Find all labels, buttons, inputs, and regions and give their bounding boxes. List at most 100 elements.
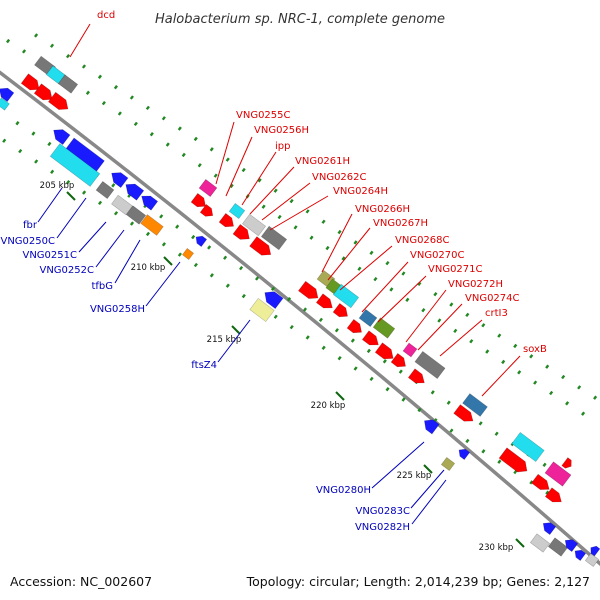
label-leader-line <box>377 275 427 323</box>
guide-dot <box>341 256 346 261</box>
accession-text: Accession: NC_002607 <box>10 574 152 589</box>
guide-dot <box>97 74 102 79</box>
guide-dot <box>542 462 547 467</box>
guide-dot <box>193 136 198 142</box>
guide-dot <box>481 323 486 328</box>
guide-dot <box>561 374 566 380</box>
guide-dot <box>421 308 426 313</box>
gene-feature-12 <box>125 183 145 201</box>
label-leader-line <box>481 355 521 397</box>
guide-dot <box>177 126 182 131</box>
guide-dot <box>529 480 534 485</box>
gene-feature-60 <box>564 539 579 553</box>
guide-dot <box>225 283 230 288</box>
guide-dot <box>50 169 55 174</box>
guide-dot <box>321 345 326 350</box>
guide-dot <box>353 240 358 245</box>
gene-feature-1 <box>45 65 67 85</box>
guide-dot <box>494 431 499 436</box>
label-leader-line <box>225 136 253 197</box>
gene-feature-34 <box>297 280 319 299</box>
gene-feature-29 <box>264 291 284 310</box>
forward-gene-label: VNG0261H <box>295 156 350 167</box>
guide-dot <box>98 200 103 206</box>
guide-dot <box>113 211 119 216</box>
forward-gene-label: VNG0267H <box>373 218 428 229</box>
scale-tick-mark <box>66 191 76 201</box>
guide-dot <box>18 148 23 154</box>
scale-tick-label: 215 kbp <box>207 335 242 345</box>
gene-feature-2 <box>57 74 79 94</box>
guide-dot <box>257 178 262 183</box>
gene-feature-15 <box>111 194 133 216</box>
gene-feature-18 <box>195 235 208 248</box>
guide-dot <box>389 287 394 292</box>
label-leader-line <box>249 166 295 215</box>
guide-dot <box>309 235 314 240</box>
gene-feature-13 <box>141 195 159 211</box>
gene-feature-5 <box>47 91 69 110</box>
guide-dot <box>593 395 598 400</box>
guide-dot <box>225 157 230 162</box>
gene-feature-48 <box>424 419 440 435</box>
guide-dot <box>66 180 71 185</box>
guide-dot <box>111 183 116 188</box>
gene-feature-21 <box>190 192 206 208</box>
guide-dot <box>433 292 438 297</box>
guide-dot <box>501 359 506 365</box>
guide-dot <box>239 265 244 271</box>
gene-feature-62 <box>584 552 600 568</box>
label-leader-line <box>411 479 447 525</box>
label-leader-line <box>269 195 329 231</box>
gene-feature-50 <box>440 456 456 472</box>
label-leader-line <box>95 229 125 268</box>
gene-feature-41 <box>374 342 394 360</box>
gene-feature-46 <box>462 393 488 417</box>
label-leader-line <box>417 303 463 351</box>
reverse-gene-label: VNG0282H <box>355 522 410 533</box>
forward-gene-label: VNG0268C <box>395 235 450 246</box>
label-leader-line <box>114 239 141 284</box>
label-leader-line <box>217 319 251 363</box>
genome-backbone <box>0 70 600 566</box>
guide-dot <box>318 317 323 323</box>
guide-dot <box>2 138 7 143</box>
label-leader-line <box>78 221 107 253</box>
gene-feature-22 <box>199 203 214 217</box>
reverse-gene-label: VNG0252C <box>39 265 94 276</box>
label-leader-line <box>241 151 277 206</box>
guide-dot <box>373 276 378 282</box>
guide-dot <box>385 260 390 266</box>
guide-dot <box>366 348 371 354</box>
gene-feature-47 <box>453 404 474 422</box>
gene-feature-58 <box>529 533 551 553</box>
gene-feature-59 <box>547 537 569 557</box>
guide-dot <box>145 231 151 237</box>
guide-dot <box>209 147 214 152</box>
gene-feature-17 <box>140 214 164 236</box>
guide-dot <box>149 132 154 137</box>
label-leader-line <box>321 213 353 273</box>
guide-dot <box>197 163 202 168</box>
gene-feature-30 <box>249 297 275 323</box>
guide-dot <box>129 95 134 100</box>
guide-dot <box>289 324 294 330</box>
scale-tick-label: 210 kbp <box>131 263 166 273</box>
gene-feature-51 <box>511 431 545 463</box>
label-leader-line <box>145 261 181 307</box>
scale-tick-mark <box>515 538 525 548</box>
scale-tick-mark <box>231 325 241 335</box>
scale-tick-label: 205 kbp <box>40 181 75 191</box>
guide-dot <box>209 273 214 278</box>
guide-dot <box>47 141 52 147</box>
label-leader-line <box>339 245 393 291</box>
reverse-gene-label: VNG0251C <box>22 250 77 261</box>
guide-dot <box>325 245 330 251</box>
guide-dot <box>382 359 387 364</box>
guide-dot <box>401 397 406 402</box>
gene-feature-45 <box>407 368 425 384</box>
guide-dot <box>449 428 454 433</box>
gene-feature-43 <box>414 350 446 380</box>
gene-feature-14 <box>95 180 115 200</box>
gene-feature-33 <box>332 283 360 309</box>
